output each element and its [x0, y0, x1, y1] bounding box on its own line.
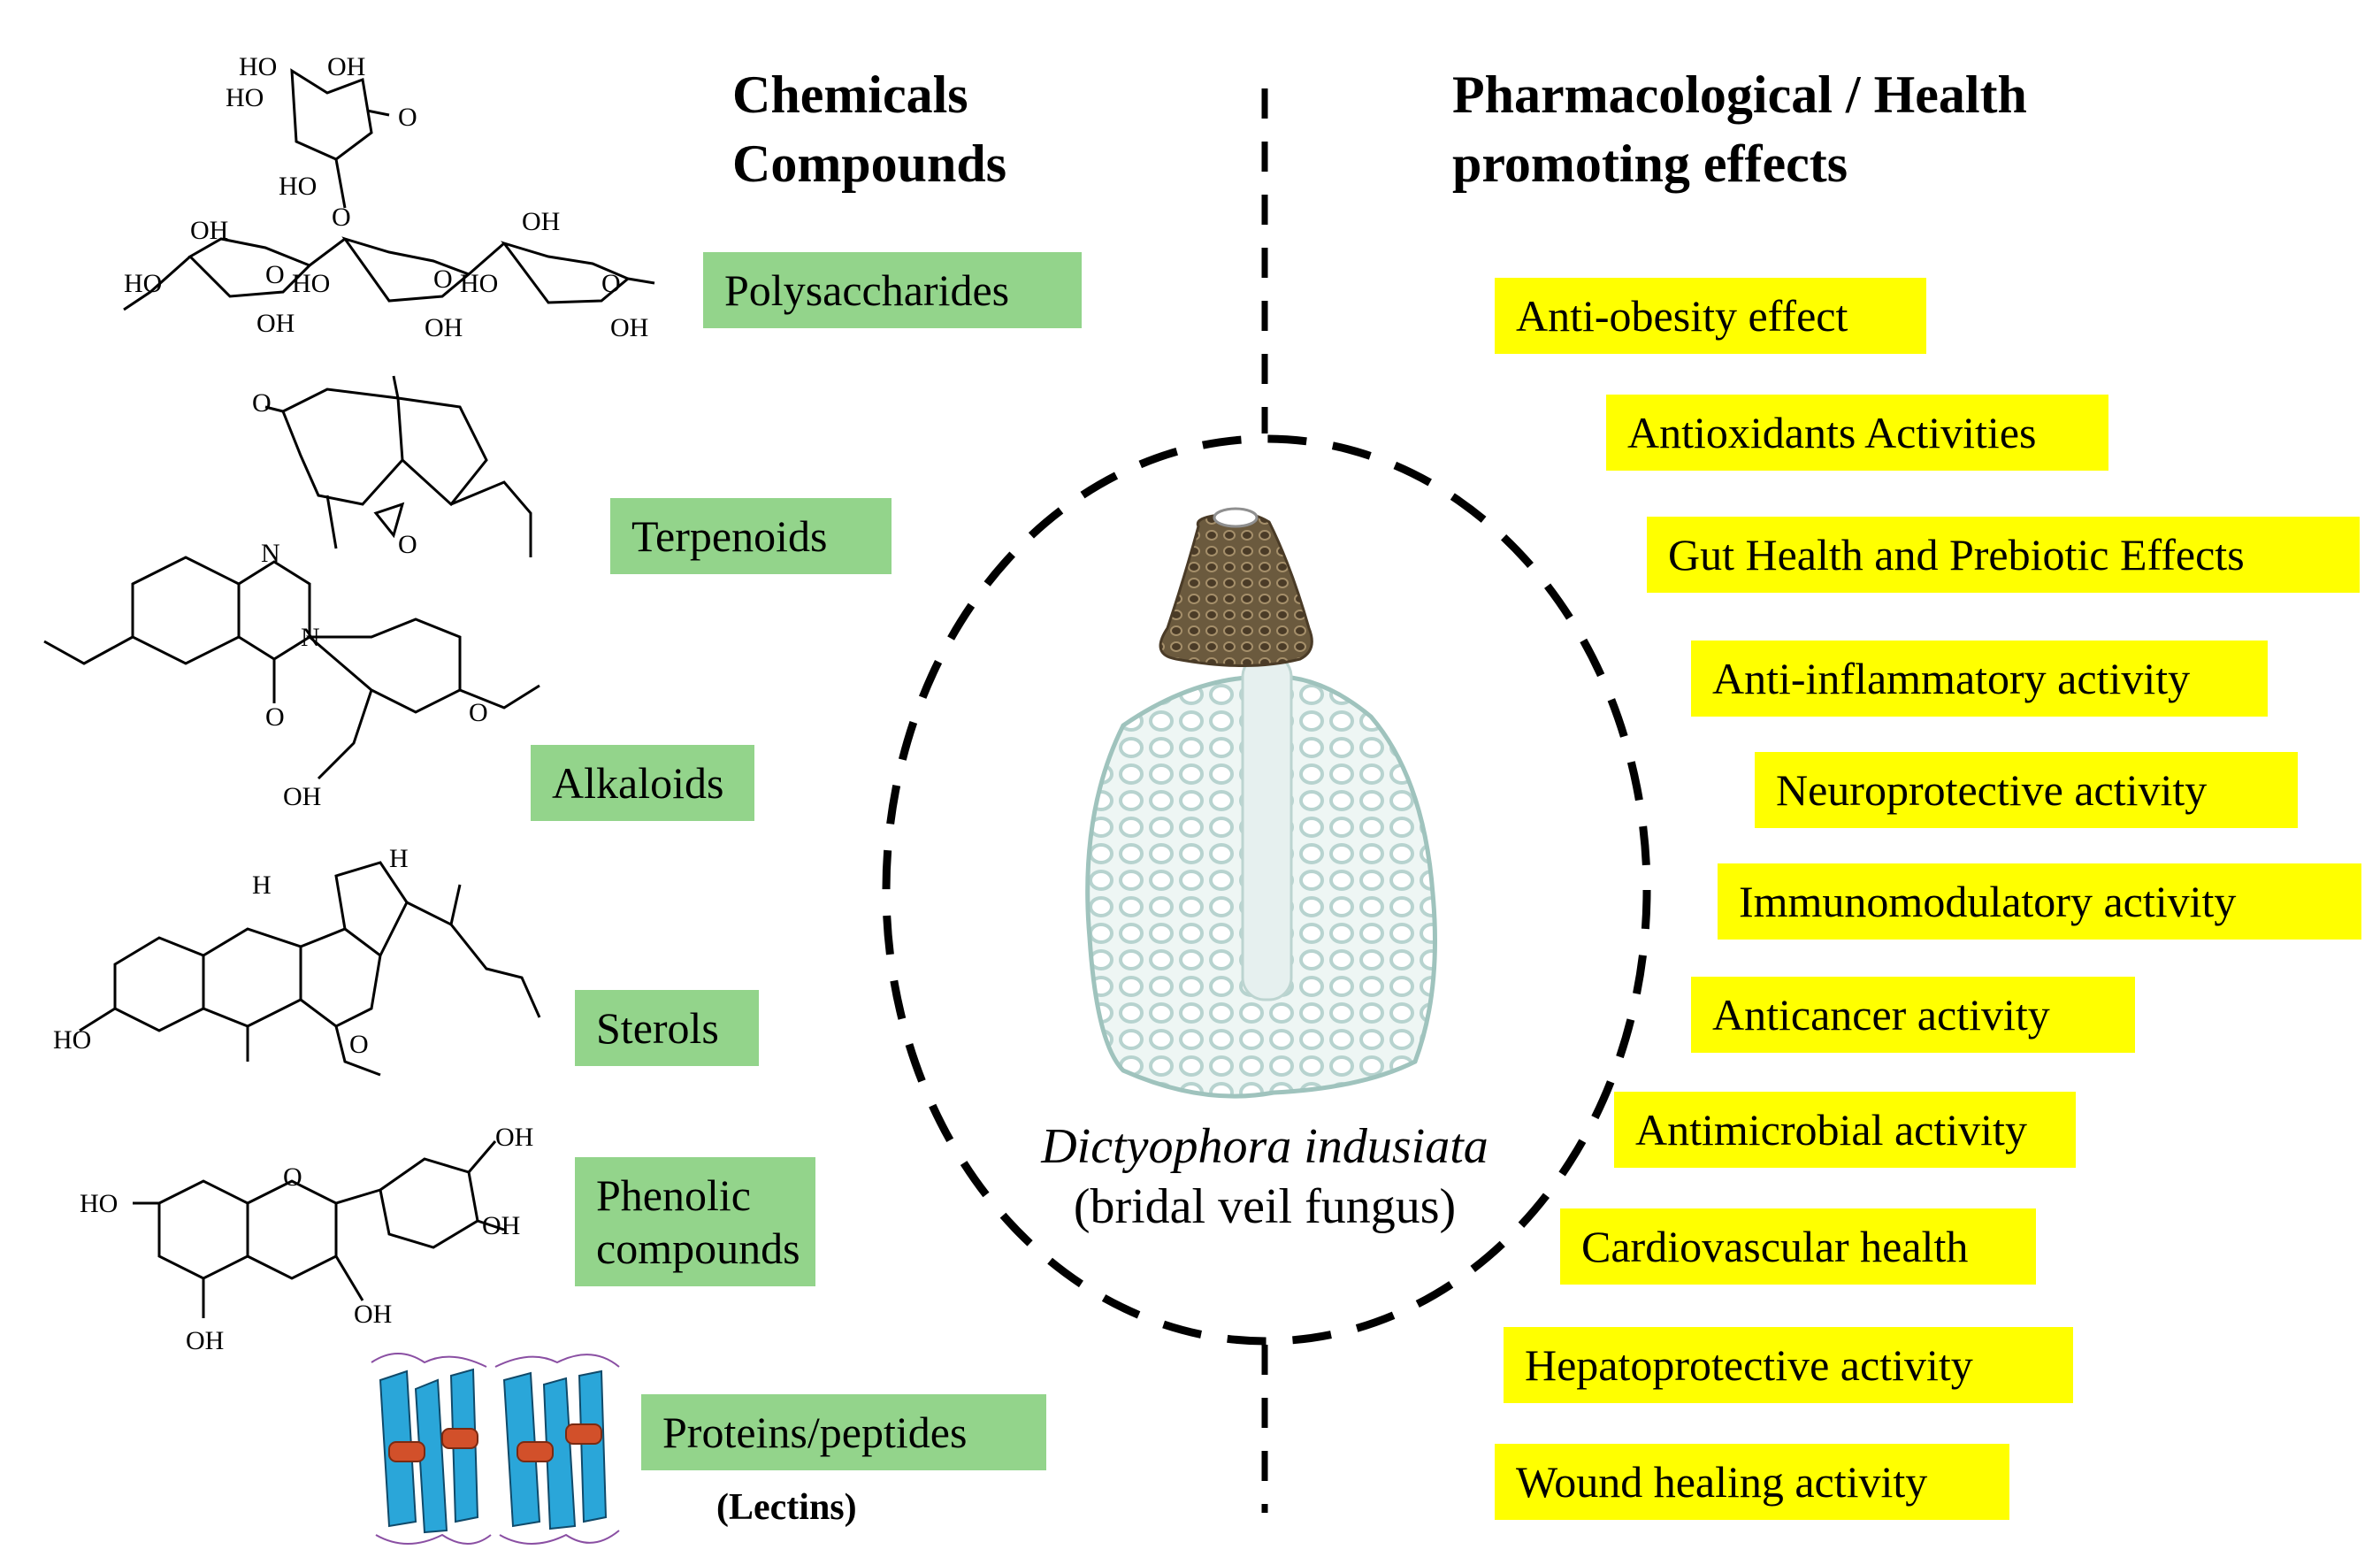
- effect-antimicrobial: Antimicrobial activity: [1614, 1092, 2076, 1168]
- polysaccharide-structure: HO OH HO O HO O OH OH HO O HO O HO O OH …: [123, 52, 655, 342]
- poly-o-3: O: [265, 260, 285, 289]
- poly-ho-4: HO: [124, 269, 162, 298]
- species-common-name: (bridal veil fungus): [1073, 1179, 1457, 1234]
- phenolic-structure: HO O OH OH OH OH: [80, 1123, 533, 1355]
- poly-oh-1: OH: [327, 52, 365, 81]
- compound-phenolic: Phenolic compounds: [575, 1157, 815, 1286]
- poly-ho-3: HO: [279, 172, 317, 201]
- compound-alkaloids: Alkaloids: [531, 745, 754, 821]
- effect-neuroprotective: Neuroprotective activity: [1755, 752, 2298, 828]
- sterol-ho-1: HO: [53, 1025, 91, 1055]
- poly-o-4: O: [433, 265, 453, 294]
- effect-antioxidants: Antioxidants Activities: [1606, 395, 2108, 471]
- sterol-structure: H H HO O: [53, 844, 541, 1077]
- poly-oh-2: OH: [190, 216, 228, 245]
- poly-oh-3: OH: [522, 207, 560, 236]
- effects-heading: Pharmacological / Health promoting effec…: [1452, 65, 2027, 193]
- poly-ho-2: HO: [226, 83, 264, 112]
- alk-o-2: O: [469, 698, 488, 727]
- alk-o-1: O: [265, 702, 285, 732]
- effect-hepatoprotective: Hepatoprotective activity: [1504, 1327, 2073, 1403]
- phen-oh-2: OH: [482, 1211, 520, 1240]
- effect-anticancer: Anticancer activity: [1691, 977, 2135, 1053]
- compound-sterols: Sterols: [575, 990, 759, 1066]
- lectin-protein-structure: [371, 1353, 620, 1545]
- compounds-heading: Chemicals Compounds: [732, 65, 1007, 193]
- sterol-o-1: O: [349, 1030, 369, 1059]
- effect-cardiovascular: Cardiovascular health: [1560, 1208, 2036, 1285]
- poly-ho-5: HO: [292, 269, 330, 298]
- lectins-note: (Lectins): [716, 1487, 857, 1528]
- sterol-h-1: H: [252, 871, 272, 900]
- species-label: Dictyophora indusiata (bridal veil fungu…: [973, 1116, 1557, 1237]
- poly-oh-4: OH: [256, 309, 295, 338]
- compound-proteins: Proteins/peptides: [641, 1394, 1046, 1470]
- phen-oh-4: OH: [186, 1326, 224, 1355]
- poly-o-5: O: [601, 269, 621, 298]
- poly-oh-6: OH: [610, 313, 648, 342]
- alk-oh-1: OH: [283, 782, 321, 811]
- terp-o-2: O: [398, 530, 417, 559]
- phen-oh-1: OH: [495, 1123, 533, 1152]
- compound-terpenoids: Terpenoids: [610, 498, 892, 574]
- phen-ho-1: HO: [80, 1189, 118, 1218]
- terpenoid-structure: O O: [252, 375, 532, 559]
- phen-o-1: O: [283, 1162, 302, 1192]
- effect-anti-inflammatory: Anti-inflammatory activity: [1691, 641, 2268, 717]
- poly-ho-6: HO: [460, 269, 498, 298]
- bridal-veil-fungus-image: [1085, 507, 1437, 1099]
- effect-gut-health: Gut Health and Prebiotic Effects: [1647, 517, 2360, 593]
- alk-n-1: N: [261, 540, 280, 568]
- poly-o-1: O: [398, 103, 417, 132]
- poly-ho-1: HO: [239, 52, 277, 81]
- effect-anti-obesity: Anti-obesity effect: [1495, 278, 1926, 354]
- species-scientific-name: Dictyophora indusiata: [1041, 1119, 1488, 1174]
- phen-oh-3: OH: [354, 1300, 392, 1329]
- alkaloid-structure: N N O OH O: [43, 540, 540, 811]
- effect-wound-healing: Wound healing activity: [1495, 1444, 2009, 1520]
- sterol-h-2: H: [389, 844, 409, 873]
- species-circle: [882, 434, 1651, 1346]
- terp-o-1: O: [252, 388, 272, 418]
- poly-o-2: O: [332, 203, 351, 232]
- effect-immunomodulatory: Immunomodulatory activity: [1718, 863, 2361, 940]
- poly-oh-5: OH: [425, 313, 463, 342]
- compound-polysaccharides: Polysaccharides: [703, 252, 1082, 328]
- alk-n-2: N: [301, 623, 320, 652]
